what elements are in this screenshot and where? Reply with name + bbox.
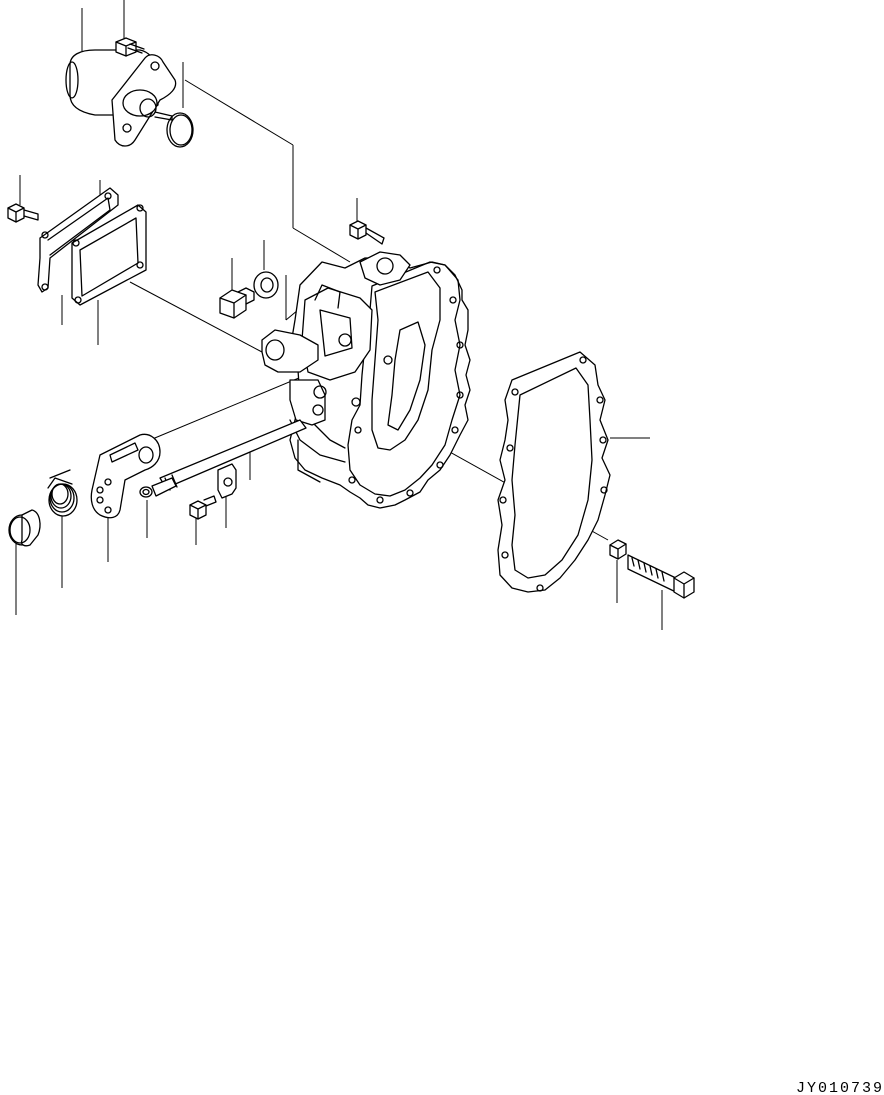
lever-bracket (261, 329, 327, 426)
retaining-clip (217, 463, 237, 499)
plug-cap (8, 509, 41, 547)
drain-plug (219, 287, 255, 319)
leader-lines (15, 0, 663, 630)
small-bolt (189, 495, 217, 520)
lever-arm (90, 433, 161, 519)
solenoid (65, 49, 177, 147)
washer (253, 271, 279, 299)
hex-nut (609, 539, 627, 560)
torsion-spring (47, 469, 78, 517)
solenoid-bolt (115, 37, 145, 57)
cover-bolt (7, 203, 39, 223)
cover-plate (37, 187, 119, 293)
long-bolt (627, 554, 695, 599)
top-bolt (349, 220, 385, 245)
cover-gasket (71, 204, 147, 306)
rear-gasket (497, 351, 611, 593)
drawing-code: JY010739 (796, 1080, 884, 1095)
o-ring (166, 112, 194, 148)
shaft-seal (139, 477, 177, 498)
main-housing (289, 251, 471, 509)
